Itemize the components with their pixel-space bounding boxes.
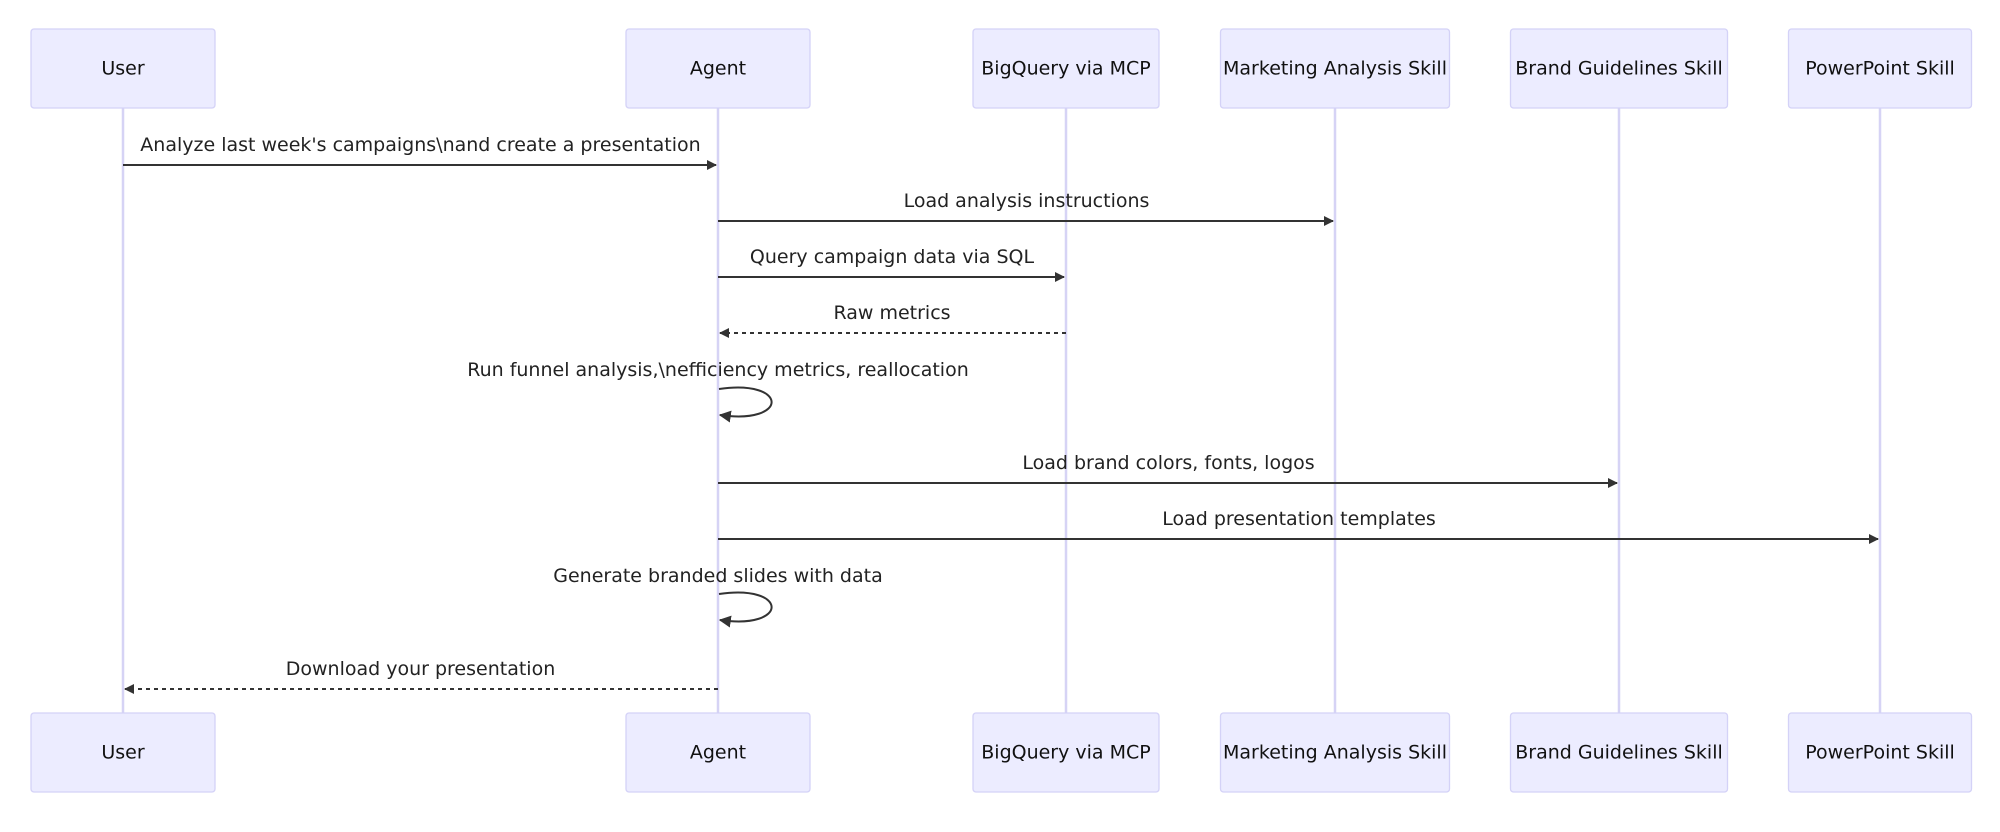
lifelines — [121, 108, 1882, 713]
message-label: Load analysis instructions — [904, 190, 1150, 212]
actor-label: PowerPoint Skill — [1805, 58, 1955, 80]
actor-powerpoint-bottom: PowerPoint Skill — [1787, 712, 1973, 793]
actor-bigquery-bottom: BigQuery via MCP — [972, 712, 1160, 793]
message-5: Run funnel analysis,\nefficiency metrics… — [467, 359, 969, 423]
actor-label: Brand Guidelines Skill — [1515, 742, 1723, 764]
actor-box — [30, 28, 216, 109]
message-6: Load brand colors, fonts, logos — [718, 452, 1618, 488]
message-label: Load brand colors, fonts, logos — [1022, 452, 1314, 474]
actor-box — [625, 712, 811, 793]
actor-powerpoint-top: PowerPoint Skill — [1787, 28, 1973, 109]
actor-label: Brand Guidelines Skill — [1515, 58, 1723, 80]
actor-box — [1787, 28, 1973, 109]
message-label: Run funnel analysis,\nefficiency metrics… — [467, 359, 969, 381]
actor-label: Agent — [690, 58, 746, 80]
message-4: Raw metrics — [719, 302, 1066, 338]
actor-label: Marketing Analysis Skill — [1223, 58, 1447, 80]
actor-label: BigQuery via MCP — [981, 742, 1150, 764]
message-label: Generate branded slides with data — [553, 565, 882, 587]
message-9: Download your presentation — [124, 658, 718, 694]
actor-marketing-bottom: Marketing Analysis Skill — [1219, 712, 1451, 793]
self-loop-arrow — [718, 386, 773, 423]
message-7: Load presentation templates — [718, 508, 1879, 544]
actor-box — [1219, 28, 1451, 109]
actor-box — [1219, 712, 1451, 793]
actor-marketing-top: Marketing Analysis Skill — [1219, 28, 1451, 109]
actors-bottom: User Agent BigQuery via MCP Marketing Analy… — [30, 712, 1973, 793]
actor-user-bottom: User — [30, 712, 216, 793]
actor-label: Agent — [690, 742, 746, 764]
actor-agent-top: Agent — [625, 28, 811, 109]
self-loop-arrow — [718, 591, 773, 628]
message-label: Query campaign data via SQL — [750, 246, 1035, 268]
message-2: Load analysis instructions — [718, 190, 1334, 226]
actor-box — [30, 712, 216, 793]
message-label: Load presentation templates — [1162, 508, 1436, 530]
actor-label: User — [101, 742, 144, 764]
actor-brand-top: Brand Guidelines Skill — [1509, 28, 1729, 109]
actor-box — [1509, 712, 1729, 793]
message-3: Query campaign data via SQL — [718, 246, 1065, 282]
actor-label: User — [101, 58, 144, 80]
message-1: Analyze last week's campaigns\nand creat… — [123, 134, 717, 170]
actor-box — [1787, 712, 1973, 793]
actor-box — [625, 28, 811, 109]
actor-box — [972, 712, 1160, 793]
message-label: Download your presentation — [286, 658, 556, 680]
message-label: Analyze last week's campaigns\nand creat… — [140, 134, 700, 156]
messages: Analyze last week's campaigns\nand creat… — [123, 134, 1879, 694]
actor-label: BigQuery via MCP — [981, 58, 1150, 80]
actors-top: User Agent BigQuery via MCP Marketing Analy… — [30, 28, 1973, 109]
actor-box — [1509, 28, 1729, 109]
actor-user-top: User — [30, 28, 216, 109]
message-8: Generate branded slides with data — [553, 565, 883, 628]
actor-box — [972, 28, 1160, 109]
actor-label: PowerPoint Skill — [1805, 742, 1955, 764]
message-label: Raw metrics — [833, 302, 950, 324]
actor-bigquery-top: BigQuery via MCP — [972, 28, 1160, 109]
actor-brand-bottom: Brand Guidelines Skill — [1509, 712, 1729, 793]
actor-agent-bottom: Agent — [625, 712, 811, 793]
actor-label: Marketing Analysis Skill — [1223, 742, 1447, 764]
